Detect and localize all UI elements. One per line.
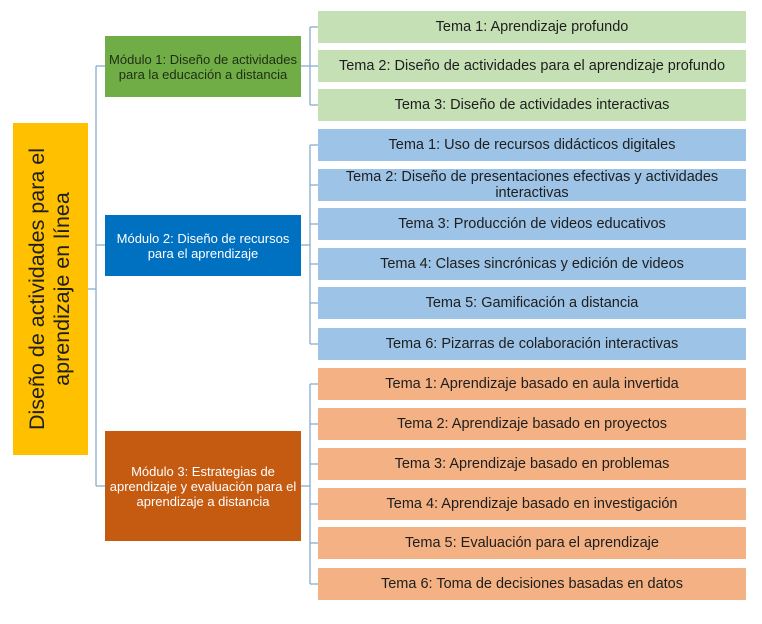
module-3-topic-3: Tema 3: Aprendizaje basado en problemas (318, 448, 746, 480)
module-1-topic-2: Tema 2: Diseño de actividades para el ap… (318, 50, 746, 82)
root-label-line-1: Diseño de actividades para el (25, 147, 50, 431)
module-2-topic-2: Tema 2: Diseño de presentaciones efectiv… (318, 169, 746, 201)
module-3-topic-2: Tema 2: Aprendizaje basado en proyectos (318, 408, 746, 440)
module-3-topic-6: Tema 6: Toma de decisiones basadas en da… (318, 568, 746, 600)
module-1-topic-1: Tema 1: Aprendizaje profundo (318, 11, 746, 43)
module-1-node: Módulo 1: Diseño de actividades para la … (105, 36, 301, 97)
module-3-topic-4: Tema 4: Aprendizaje basado en investigac… (318, 488, 746, 520)
module-1-topic-3: Tema 3: Diseño de actividades interactiv… (318, 89, 746, 121)
module-2-topic-3: Tema 3: Producción de videos educativos (318, 208, 746, 240)
module-2-topic-5: Tema 5: Gamificación a distancia (318, 287, 746, 319)
module-2-topic-6: Tema 6: Pizarras de colaboración interac… (318, 328, 746, 360)
module-3-topic-1: Tema 1: Aprendizaje basado en aula inver… (318, 368, 746, 400)
module-2-topic-4: Tema 4: Clases sincrónicas y edición de … (318, 248, 746, 280)
module-2-node: Módulo 2: Diseño de recursos para el apr… (105, 215, 301, 276)
module-3-node: Módulo 3: Estrategias de aprendizaje y e… (105, 431, 301, 541)
module-2-topic-1: Tema 1: Uso de recursos didácticos digit… (318, 129, 746, 161)
module-3-topic-5: Tema 5: Evaluación para el aprendizaje (318, 527, 746, 559)
root-label-line-2: aprendizaje en línea (50, 192, 75, 386)
